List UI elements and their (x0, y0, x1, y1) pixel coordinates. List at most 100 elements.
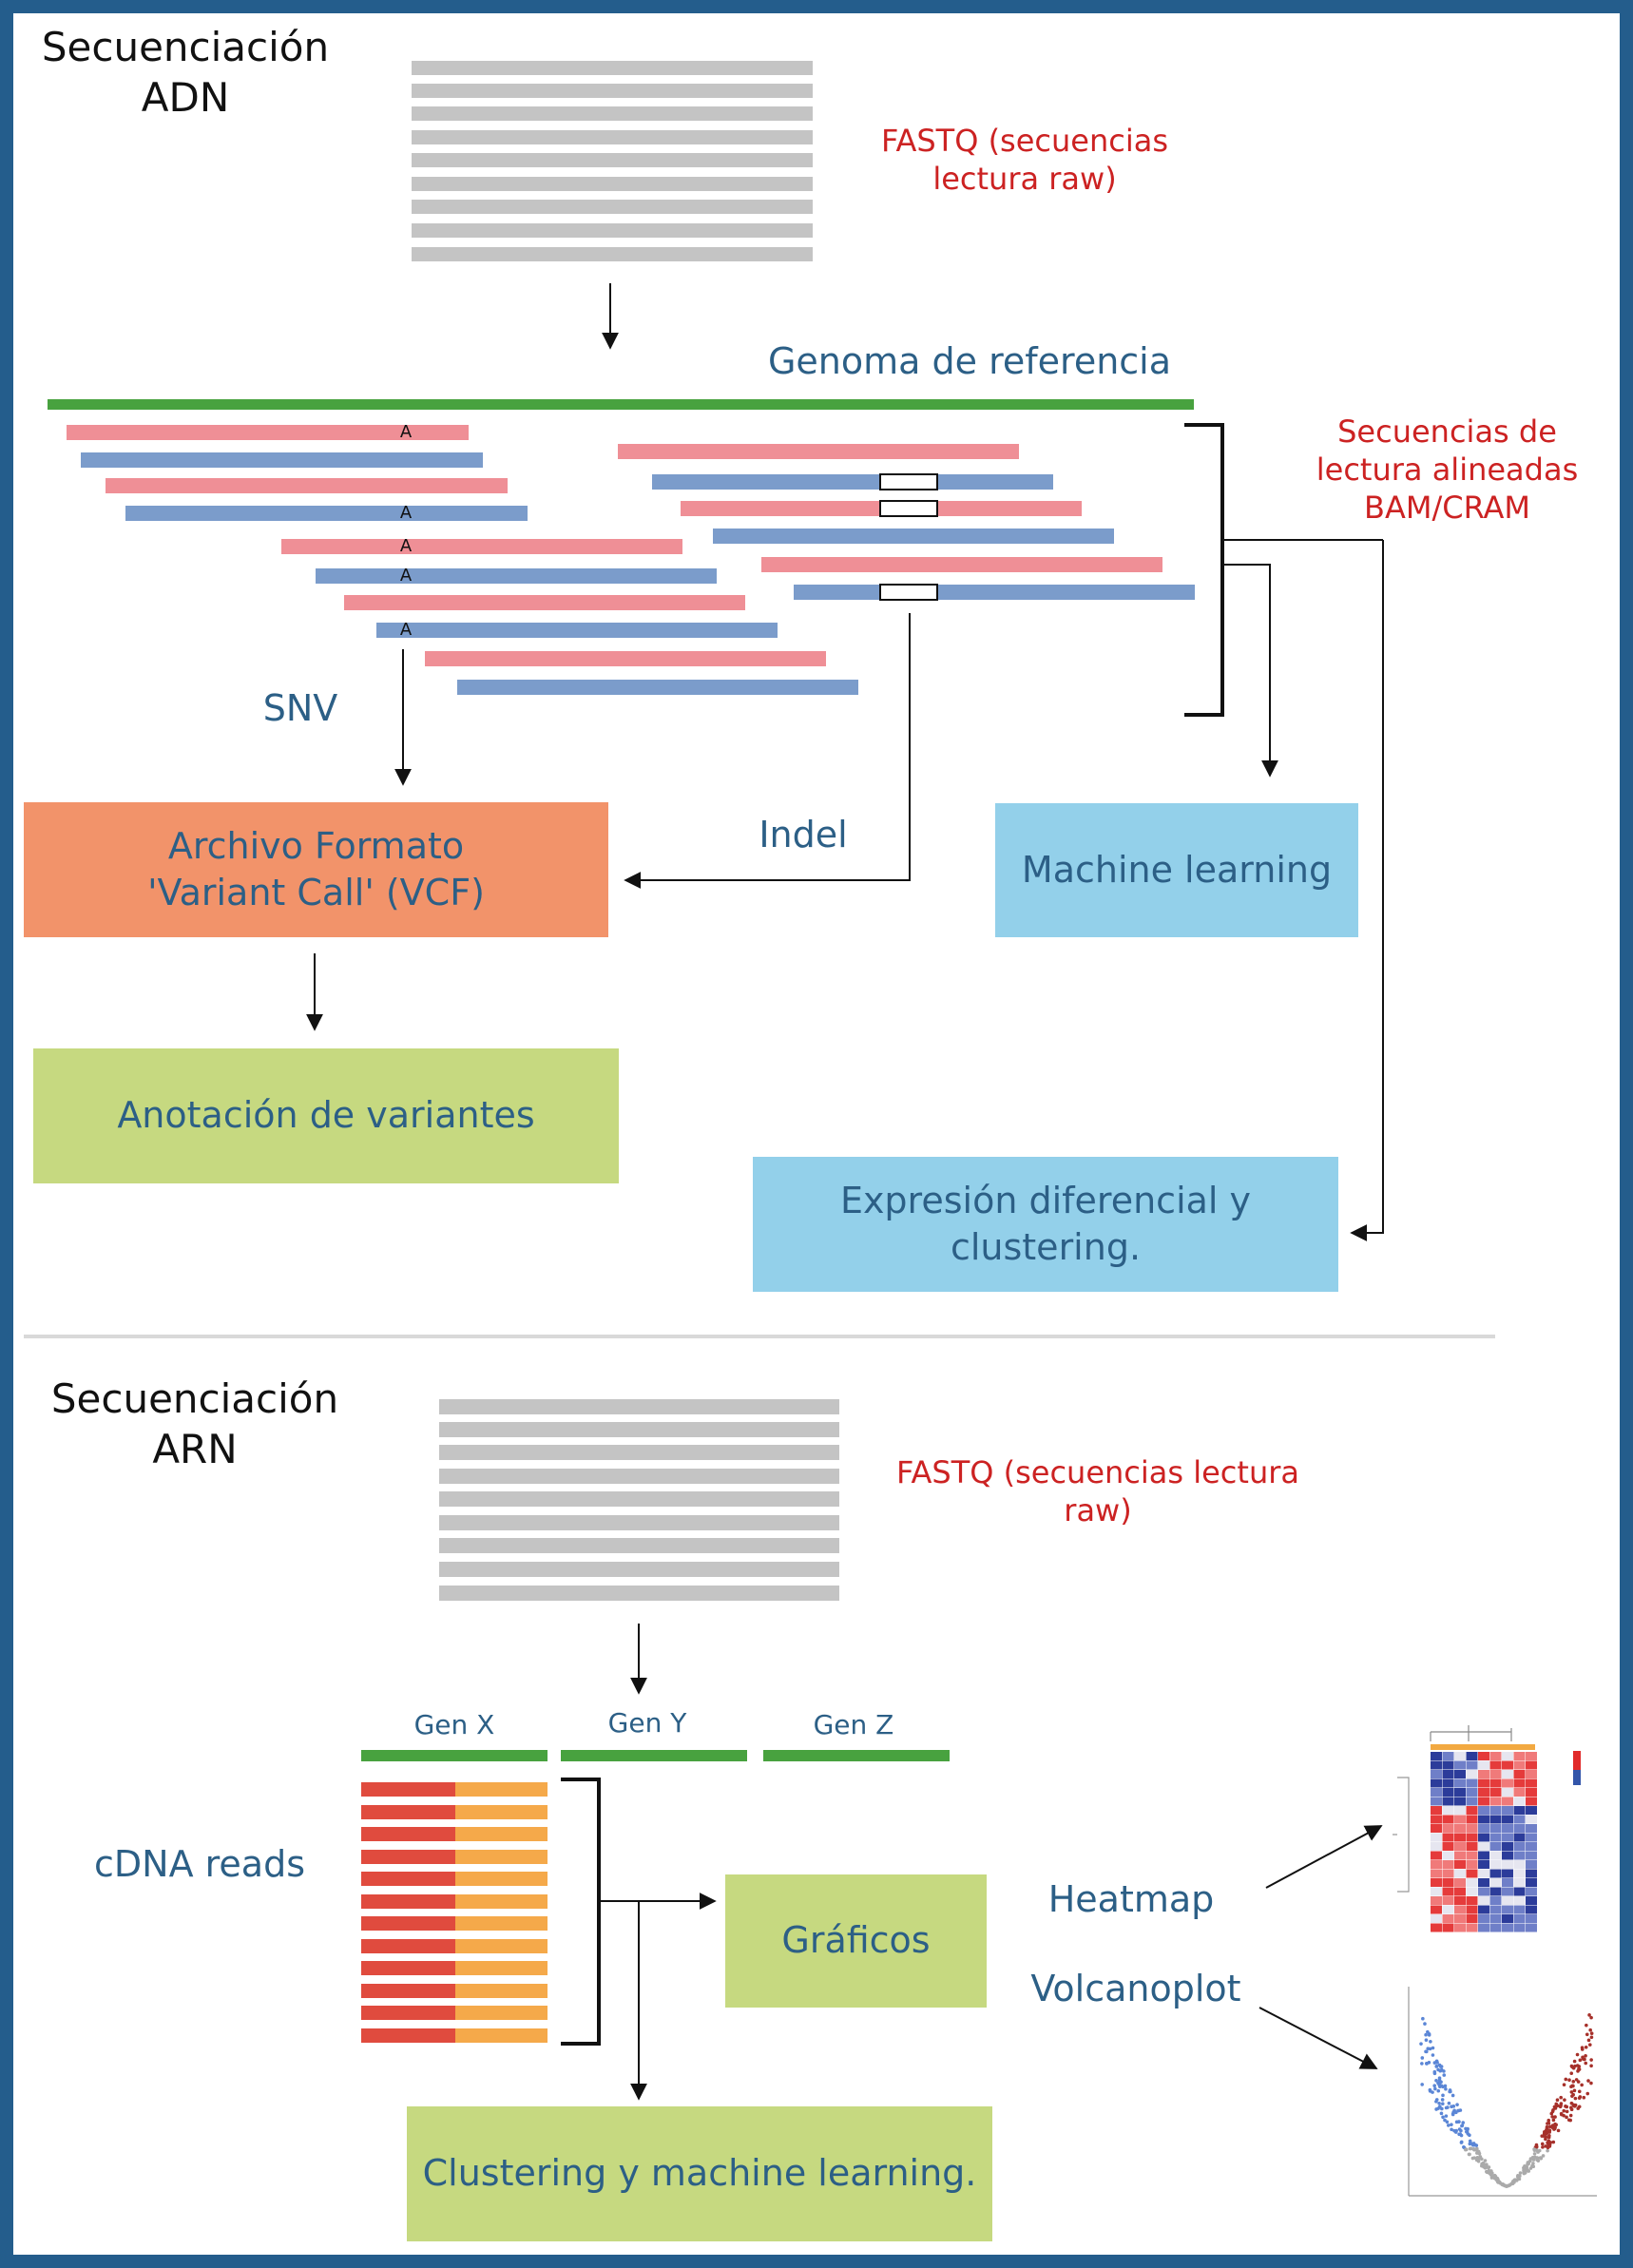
volcano-point (1446, 2105, 1450, 2109)
heatmap-cell (1502, 1896, 1513, 1905)
heatmap-cell (1502, 1878, 1513, 1887)
volcano-point (1432, 2069, 1437, 2074)
volcano-point (1431, 2090, 1434, 2094)
dna-fastq-label: FASTQ (secuencias lectura raw) (880, 123, 1169, 197)
volcano-point (1514, 2178, 1518, 2182)
volcano-point (1550, 2115, 1554, 2119)
volcano-point (1427, 2033, 1431, 2037)
heatmap-cell (1502, 1905, 1513, 1914)
rna-fastq-reads (439, 1399, 839, 1601)
volcano-point (1544, 2137, 1547, 2142)
volcano-point (1497, 2181, 1502, 2184)
heatmap-cell (1442, 1806, 1454, 1815)
volcano-point (1489, 2172, 1492, 2176)
heatmap-thumbnail (1383, 1722, 1611, 1947)
volcano-point (1420, 2056, 1425, 2060)
volcano-point (1465, 2128, 1470, 2133)
heatmap-cell (1513, 1833, 1526, 1842)
volcano-point (1450, 2093, 1455, 2098)
volcano-point (1457, 2127, 1462, 2131)
heatmap-cell (1478, 1923, 1489, 1932)
heatmap-cell (1442, 1770, 1454, 1778)
heatmap-cell (1489, 1905, 1502, 1914)
volcano-point (1487, 2165, 1491, 2169)
heatmap-cell (1526, 1770, 1537, 1778)
volcano-point (1452, 2108, 1456, 2113)
volcano-point (1567, 2078, 1571, 2083)
heatmap-cell (1489, 1833, 1502, 1842)
volcano-point (1564, 2077, 1568, 2082)
heatmap-cell (1478, 1815, 1489, 1824)
heatmap-cell (1442, 1896, 1454, 1905)
heatmap-cell (1466, 1923, 1478, 1932)
heatmap-cell (1526, 1851, 1537, 1860)
heatmap-cell (1526, 1778, 1537, 1788)
volcano-point (1568, 2113, 1573, 2118)
heatmap-cell (1478, 1905, 1489, 1914)
volcano-point (1551, 2140, 1556, 2144)
volcano-point (1456, 2108, 1460, 2113)
machine-learning-box: Machine learning (995, 803, 1358, 937)
heatmap-cell (1478, 1770, 1489, 1778)
heatmap-cell (1431, 1806, 1442, 1815)
heatmap-cell (1466, 1815, 1478, 1824)
volcano-point (1505, 2184, 1508, 2188)
heatmap-cell (1466, 1824, 1478, 1833)
indel-gap (879, 500, 938, 517)
heatmap-cell (1431, 1887, 1442, 1896)
aligned-reads-label: Secuencias de lectura alineadas BAM/CRAM (1316, 413, 1579, 526)
heatmap-cell (1466, 1869, 1478, 1878)
heatmap-cell (1513, 1806, 1526, 1815)
heatmap-cell (1502, 1824, 1513, 1833)
volcano-point (1589, 2058, 1593, 2062)
volcano-point (1434, 2064, 1439, 2068)
heatmap-cell (1466, 1905, 1478, 1914)
volcano-point (1540, 2142, 1545, 2146)
heatmap-cell (1489, 1887, 1502, 1896)
volcano-point (1425, 2062, 1429, 2066)
volcano-point (1553, 2115, 1557, 2119)
heatmap-label: Heatmap (1047, 1878, 1215, 1920)
volcano-point (1550, 2109, 1555, 2114)
volcano-point (1541, 2145, 1545, 2149)
volcano-point (1444, 2086, 1448, 2091)
heatmap-cell (1454, 1824, 1466, 1833)
volcano-point (1570, 2065, 1575, 2069)
volcano-point (1581, 2055, 1585, 2060)
volcano-point (1501, 2182, 1506, 2187)
heatmap-cell (1526, 1869, 1537, 1878)
annotation-box: Anotación de variantes (33, 1048, 619, 1183)
volcano-point (1434, 2098, 1439, 2102)
heatmap-cell (1502, 1914, 1513, 1923)
volcano-point (1573, 2064, 1577, 2068)
heatmap-cell (1454, 1797, 1466, 1806)
volcano-point (1489, 2169, 1493, 2173)
heatmap-cell (1454, 1887, 1466, 1896)
heatmap-cell (1526, 1824, 1537, 1833)
heatmap-cell (1526, 1788, 1537, 1797)
volcano-point (1442, 2073, 1447, 2077)
volcano-point (1541, 2154, 1546, 2158)
rna-section-title: Secuenciación ARN (50, 1375, 339, 1472)
volcano-point (1555, 2098, 1560, 2102)
volcano-point (1588, 2043, 1592, 2047)
indel-label: Indel (759, 814, 848, 855)
heatmap-cell (1489, 1896, 1502, 1905)
volcano-point (1572, 2059, 1577, 2064)
heatmap-cell (1489, 1851, 1502, 1860)
gene-x-label: Gen X (413, 1709, 495, 1740)
volcano-point (1562, 2108, 1566, 2113)
graphics-box: Gráficos (725, 1874, 987, 2008)
heatmap-cell (1502, 1887, 1513, 1896)
aligned-reads-right (618, 444, 1195, 601)
volcano-point (1444, 2114, 1449, 2118)
volcano-point (1434, 2078, 1438, 2083)
heatmap-cell (1502, 1797, 1513, 1806)
heatmap-cell (1442, 1788, 1454, 1797)
heatmap-cell (1502, 1752, 1513, 1760)
rna-fastq-label: FASTQ (secuencias lectura raw) (896, 1454, 1299, 1528)
volcano-point (1420, 2062, 1424, 2066)
heatmap-cell (1502, 1760, 1513, 1770)
heatmap-cell (1513, 1851, 1526, 1860)
